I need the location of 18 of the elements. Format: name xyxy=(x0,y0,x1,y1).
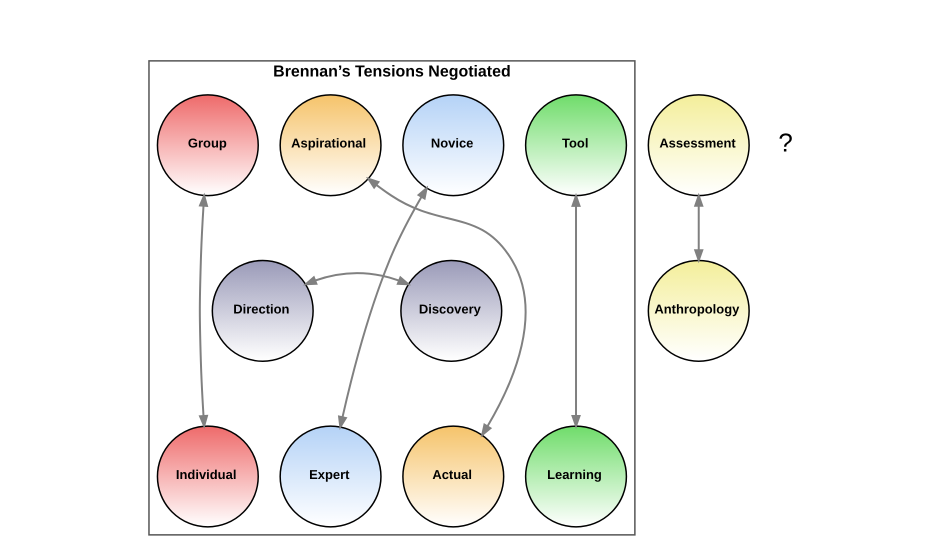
arrow xyxy=(338,186,428,430)
node-circle: Tool xyxy=(524,94,628,196)
node-circle: Assessment xyxy=(648,94,750,196)
node-circle: Direction xyxy=(212,260,314,362)
node-circle: Expert xyxy=(279,425,382,528)
node-circle: Anthropology xyxy=(648,260,750,362)
arrow xyxy=(571,192,581,429)
node-circle: Actual xyxy=(402,425,504,528)
arrow xyxy=(198,192,208,430)
arrow xyxy=(303,272,412,286)
node-circle: Novice xyxy=(402,94,504,196)
node-circle: Discovery xyxy=(400,260,502,362)
node-circle: Group xyxy=(156,94,259,196)
node-circle: Learning xyxy=(524,425,628,528)
label: ? xyxy=(778,130,793,158)
arrow xyxy=(366,176,526,438)
arrow xyxy=(694,192,704,264)
node-circle: Individual xyxy=(156,425,259,528)
